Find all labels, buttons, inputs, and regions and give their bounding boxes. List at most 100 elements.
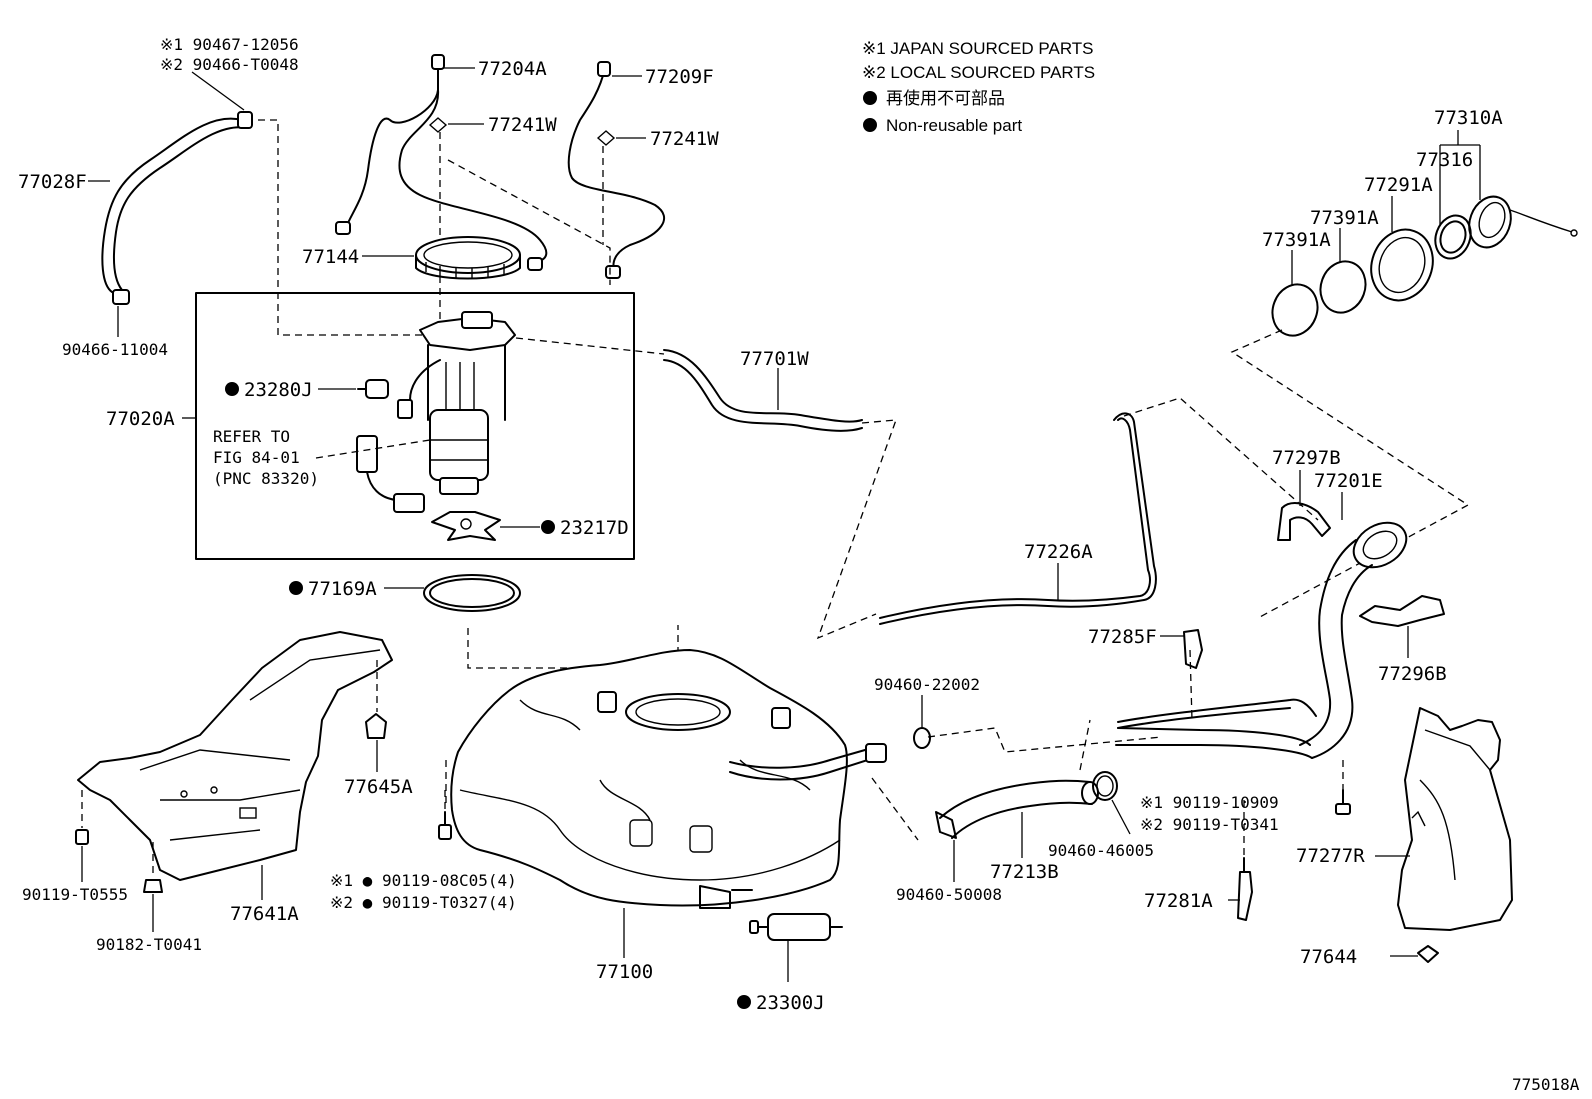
label-77281a: 77281A (1144, 890, 1213, 912)
hose-clamp-90460-50008[interactable] (935, 811, 957, 839)
label-90460-46005: 90460-46005 (1048, 841, 1154, 860)
label-77241w-a: 77241W (488, 114, 557, 136)
gasket-23217d[interactable] (431, 511, 501, 541)
label-77644: 77644 (1300, 946, 1357, 968)
breather-tube[interactable] (1117, 698, 1317, 723)
protector-77277r[interactable] (1397, 707, 1513, 931)
non-reusable-dot-icon (737, 995, 751, 1009)
legend-japan: ※1 JAPAN SOURCED PARTS (862, 39, 1094, 58)
relief-valve-23280j[interactable] (357, 379, 389, 399)
dashed-guide (816, 419, 897, 640)
label-77701w: 77701W (740, 348, 809, 370)
label-90466-11004: 90466-11004 (62, 340, 168, 359)
label-23217d: 23217D (560, 517, 629, 539)
fuel-cap-77310a[interactable] (1462, 191, 1578, 254)
fuel-sender-gauge[interactable] (356, 435, 425, 513)
label-77100: 77100 (596, 961, 653, 983)
label-77296b: 77296B (1378, 663, 1447, 685)
leader (191, 71, 245, 111)
label-77020a: 77020A (106, 408, 175, 430)
dashed-guide (447, 159, 611, 285)
clip-77644[interactable] (1417, 945, 1439, 963)
dashed-guide (515, 337, 665, 355)
label-23280j: 23280J (244, 379, 313, 401)
non-reusable-dot-icon (863, 118, 877, 132)
dashed-guide (871, 777, 919, 841)
fuel-filter-23300j[interactable] (749, 913, 843, 941)
dashed-guide (1079, 719, 1091, 771)
protector-77641a[interactable] (77, 631, 393, 881)
bolt-90119-08c05[interactable] (438, 811, 452, 840)
label-77209f: 77209F (645, 66, 714, 88)
label-77310a: 77310A (1434, 107, 1503, 129)
vapor-hose-77701w[interactable] (663, 349, 863, 432)
label-90119-t0341: ※2 90119-T0341 (1140, 815, 1279, 834)
label-77297b: 77297B (1272, 447, 1341, 469)
filler-hose-77213b[interactable] (939, 779, 1099, 839)
non-reusable-dot-icon (289, 581, 303, 595)
legend: ※1 JAPAN SOURCED PARTS ※2 LOCAL SOURCED … (862, 39, 1095, 135)
clip-77645a[interactable] (365, 713, 387, 739)
o-ring-77169a[interactable] (423, 574, 521, 612)
label-77641a: 77641A (230, 903, 299, 925)
dashed-guide (315, 439, 431, 459)
non-reusable-dot-icon (225, 382, 239, 396)
legend-local: ※2 LOCAL SOURCED PARTS (862, 63, 1095, 82)
label-77213b: 77213B (990, 861, 1059, 883)
bracket-77296b[interactable] (1359, 595, 1445, 627)
figure-id: 775018A (1512, 1075, 1580, 1094)
non-reusable-dot-icon (863, 91, 877, 105)
cover-77391a-b[interactable] (1265, 278, 1324, 342)
vent-hose-77028f[interactable] (101, 111, 253, 305)
nut-90182-t0041[interactable] (143, 879, 163, 893)
label-90466-t0048: ※2 90466-T0048 (160, 55, 299, 74)
bolt-90119-t0555[interactable] (75, 829, 89, 845)
label-90467-12056: ※1 90467-12056 (160, 35, 299, 54)
hose-clamp-90460-22002[interactable] (913, 727, 931, 749)
clamp-77297b[interactable] (1277, 502, 1331, 541)
label-77169a: 77169A (308, 578, 377, 600)
retainer-ring-77144[interactable] (415, 236, 521, 280)
bracket-77281a[interactable] (1237, 857, 1253, 921)
legend-nonreusable-en: Non-reusable part (886, 116, 1022, 135)
part-labels: ※1 90467-12056 ※2 90466-T0048 77204A 772… (18, 35, 1580, 1094)
label-90182-t0041: 90182-T0041 (96, 935, 202, 954)
fuel-pump-77020a[interactable] (397, 311, 516, 495)
label-77391a-b: 77391A (1262, 229, 1331, 251)
gasket-77316[interactable] (1430, 211, 1477, 264)
return-tube-77226a[interactable] (879, 412, 1157, 625)
refer-line-2: FIG 84-01 (213, 448, 300, 467)
label-90119-t0327: ※2 ● 90119-T0327(4) (330, 893, 517, 912)
filler-pipe-77201e[interactable] (1115, 514, 1414, 759)
clamp-icon (428, 117, 448, 133)
fuel-tank-77100[interactable] (450, 649, 887, 909)
non-reusable-dot-icon (541, 520, 555, 534)
label-77201e: 77201E (1314, 470, 1383, 492)
label-77277r: 77277R (1296, 845, 1365, 867)
breather-tube-inner (1117, 707, 1291, 729)
filler-neck-ring-77291a[interactable] (1361, 221, 1442, 309)
clamp-icon (596, 130, 616, 146)
hose-clamp-90460-46005[interactable] (1092, 771, 1118, 801)
dashed-guide (1230, 329, 1470, 619)
dashed-guide (1123, 397, 1319, 521)
label-77028f: 77028F (18, 171, 87, 193)
cover-77391a-a[interactable] (1313, 255, 1372, 319)
fuel-tube-77204a[interactable] (335, 54, 548, 271)
label-77241w-b: 77241W (650, 128, 719, 150)
label-77316: 77316 (1416, 149, 1473, 171)
label-23300j: 23300J (756, 992, 825, 1014)
bolt-90119-10909[interactable] (1335, 789, 1351, 815)
label-77391a-a: 77391A (1310, 207, 1379, 229)
label-77291a: 77291A (1364, 174, 1433, 196)
refer-line-3: (PNC 83320) (213, 469, 319, 488)
label-77645a: 77645A (344, 776, 413, 798)
label-90119-10909: ※1 90119-10909 (1140, 793, 1279, 812)
fuel-tube-77209f[interactable] (567, 61, 666, 279)
label-90119-08c05: ※1 ● 90119-08C05(4) (330, 871, 517, 890)
fuel-pump-assembly-box (195, 292, 635, 560)
label-77285f: 77285F (1088, 626, 1157, 648)
label-90460-22002: 90460-22002 (874, 675, 980, 694)
bracket-77285f[interactable] (1183, 629, 1203, 669)
